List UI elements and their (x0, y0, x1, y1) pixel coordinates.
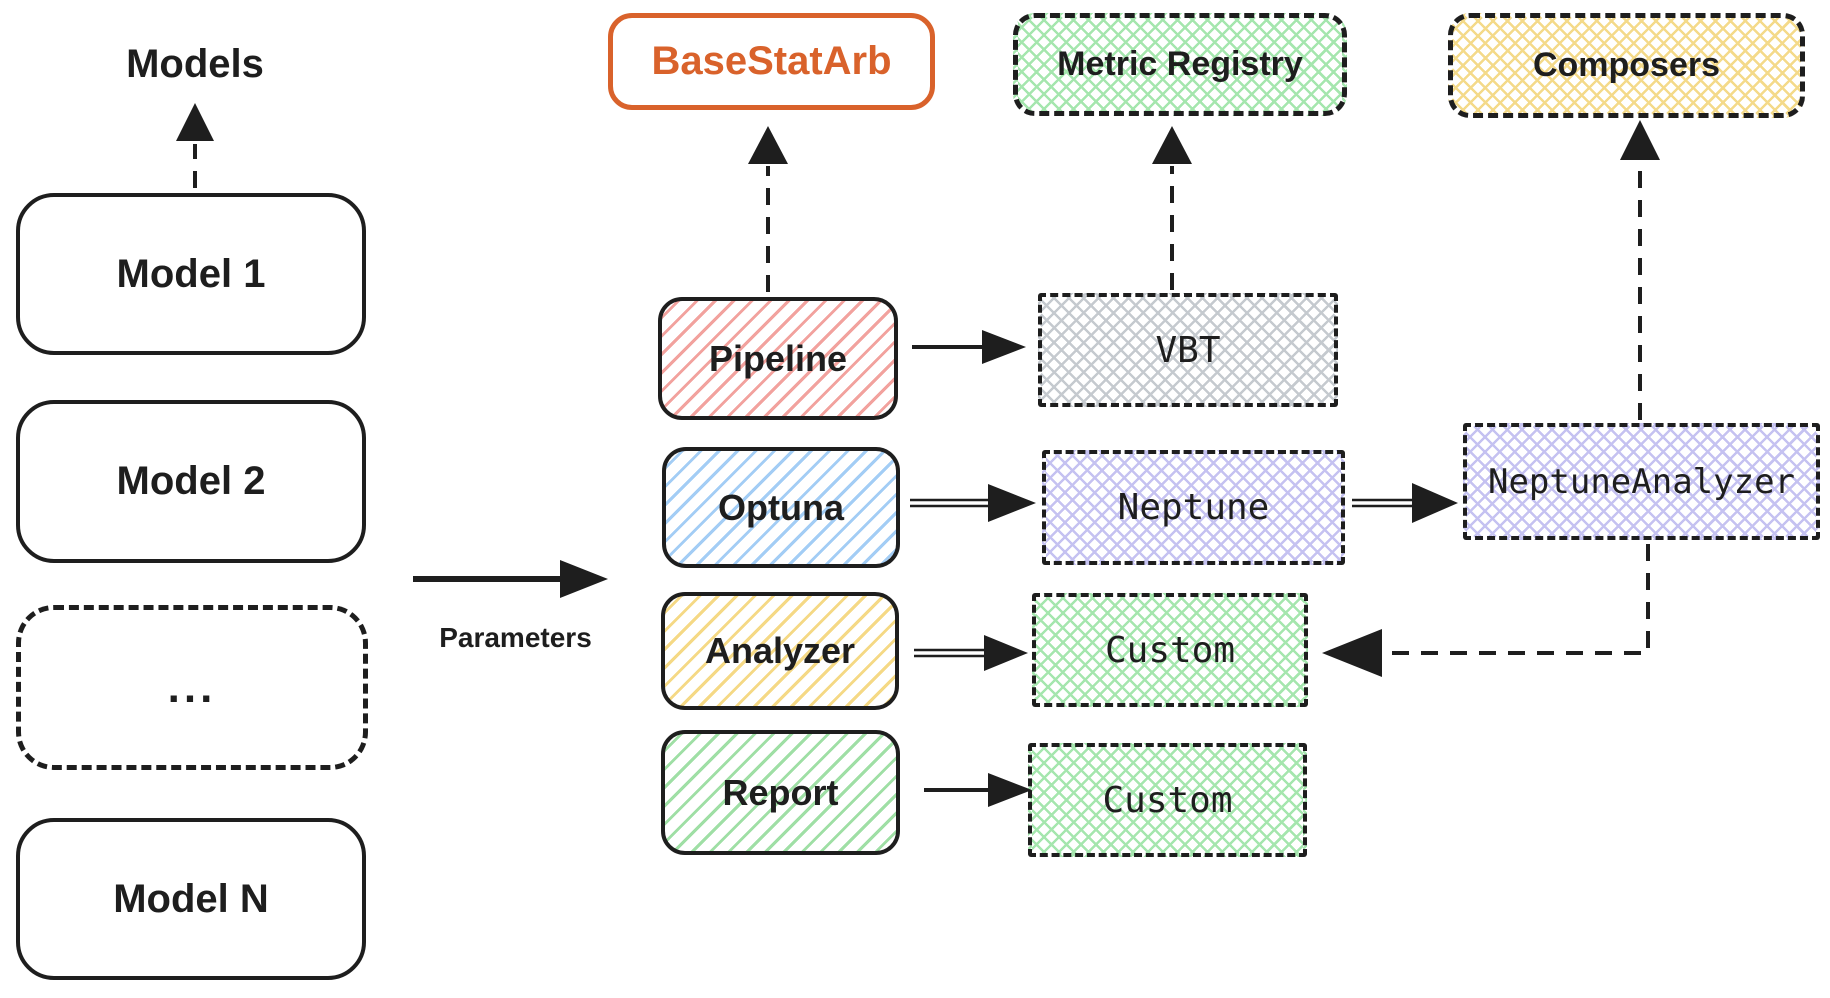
arrow-analyzer-to-custom (914, 635, 1028, 671)
model-2-box: Model 2 (16, 400, 366, 563)
arrow-vbt-to-metric-registry (1152, 126, 1192, 290)
arrow-composers-to-custom (1322, 544, 1650, 677)
model-n-box: Model N (16, 818, 366, 980)
composers-box: Composers (1448, 13, 1805, 118)
arrow-neptuneanalyzer-to-composers (1620, 120, 1660, 420)
model-ellipsis-box: ... (16, 605, 368, 770)
pipeline-box: Pipeline (658, 297, 898, 420)
custom-2-label: Custom (1102, 779, 1233, 821)
model-1-box: Model 1 (16, 193, 366, 355)
composers-label: Composers (1532, 46, 1721, 84)
model-n-label: Model N (113, 876, 269, 921)
arrow-pipeline-to-vbt (912, 330, 1026, 364)
analyzer-box: Analyzer (661, 592, 899, 710)
optuna-box: Optuna (662, 447, 900, 568)
neptune-box: Neptune (1042, 450, 1345, 565)
basestatarb-box: BaseStatArb (608, 13, 935, 110)
vbt-label: VBT (1155, 329, 1221, 371)
arrow-report-to-custom (924, 773, 1032, 807)
arrow-neptune-to-neptuneanalyzer (1352, 483, 1458, 523)
model-2-label: Model 2 (116, 459, 266, 503)
arrow-optuna-to-neptune (910, 484, 1036, 522)
custom-1-label: Custom (1104, 629, 1236, 671)
custom-2-box: Custom (1028, 743, 1307, 857)
model-1-label: Model 1 (116, 251, 266, 296)
arrow-pipeline-to-basestatarb (748, 126, 788, 292)
report-label: Report (722, 771, 839, 813)
neptune-analyzer-label: NeptuneAnalyzer (1487, 461, 1796, 502)
neptune-analyzer-box: NeptuneAnalyzer (1463, 423, 1820, 540)
analyzer-label: Analyzer (704, 630, 856, 671)
arrow-model1-to-models (176, 103, 214, 188)
metric-registry-label: Metric Registry (1057, 45, 1303, 83)
custom-1-box: Custom (1032, 593, 1308, 707)
models-label: Models (126, 42, 264, 86)
basestatarb-label: BaseStatArb (651, 39, 892, 83)
vbt-box: VBT (1038, 293, 1338, 407)
pipeline-label: Pipeline (708, 337, 848, 379)
parameters-label: Parameters (439, 622, 592, 653)
arrow-parameters (413, 560, 608, 598)
optuna-label: Optuna (718, 486, 844, 528)
report-box: Report (661, 730, 900, 855)
neptune-label: Neptune (1117, 487, 1270, 528)
model-ellipsis-label: ... (167, 662, 217, 712)
metric-registry-box: Metric Registry (1013, 13, 1347, 116)
